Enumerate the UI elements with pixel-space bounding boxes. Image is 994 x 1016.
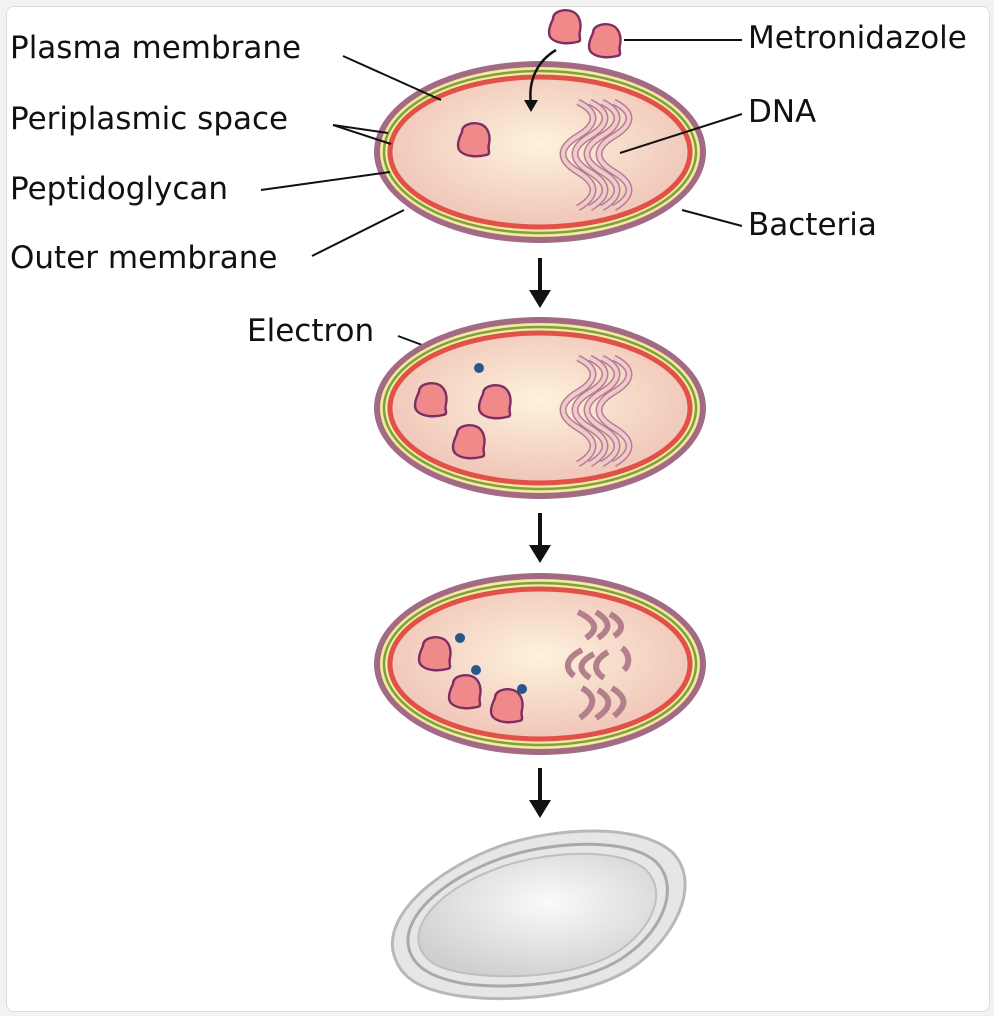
dead-bacterium-cell <box>390 829 687 1001</box>
electron-label: Electron <box>247 313 375 349</box>
bacteria-label: Bacteria <box>748 207 877 243</box>
drug-entry-arrow <box>529 48 557 105</box>
periplasmic-space-label: Periplasmic space <box>10 101 289 137</box>
bacterium-cell-stage-2 <box>374 317 706 499</box>
metronidazole-molecule-icon <box>489 688 524 724</box>
metronidazole-molecule-icon <box>547 9 582 45</box>
electron-dot <box>517 684 527 694</box>
metronidazole-molecule-icon <box>477 384 512 420</box>
callout-lines <box>260 39 743 366</box>
metronidazole-molecule-icon <box>587 23 622 59</box>
bacterium-cell-stage-1 <box>374 61 706 243</box>
bacterium-cell-stage-3 <box>374 573 706 755</box>
metronidazole-molecule-icon <box>417 636 452 672</box>
electron-dot <box>471 665 481 675</box>
drug-entry-arrowhead <box>524 100 538 112</box>
electron-dot <box>455 633 465 643</box>
metronidazole-molecule-icon <box>447 674 482 710</box>
dna-label: DNA <box>748 94 817 130</box>
metronidazole-molecule-icon <box>456 122 491 158</box>
metronidazole-molecule-icon <box>451 424 486 460</box>
metronidazole-label: Metronidazole <box>748 20 967 56</box>
plasma-membrane-label: Plasma membrane <box>10 30 302 66</box>
outer-membrane-label: Outer membrane <box>10 240 278 276</box>
electron-dot <box>474 363 484 373</box>
flow-arrows <box>529 258 551 818</box>
metronidazole-molecule-icon <box>413 382 448 418</box>
peptidoglycan-label: Peptidoglycan <box>10 171 229 207</box>
